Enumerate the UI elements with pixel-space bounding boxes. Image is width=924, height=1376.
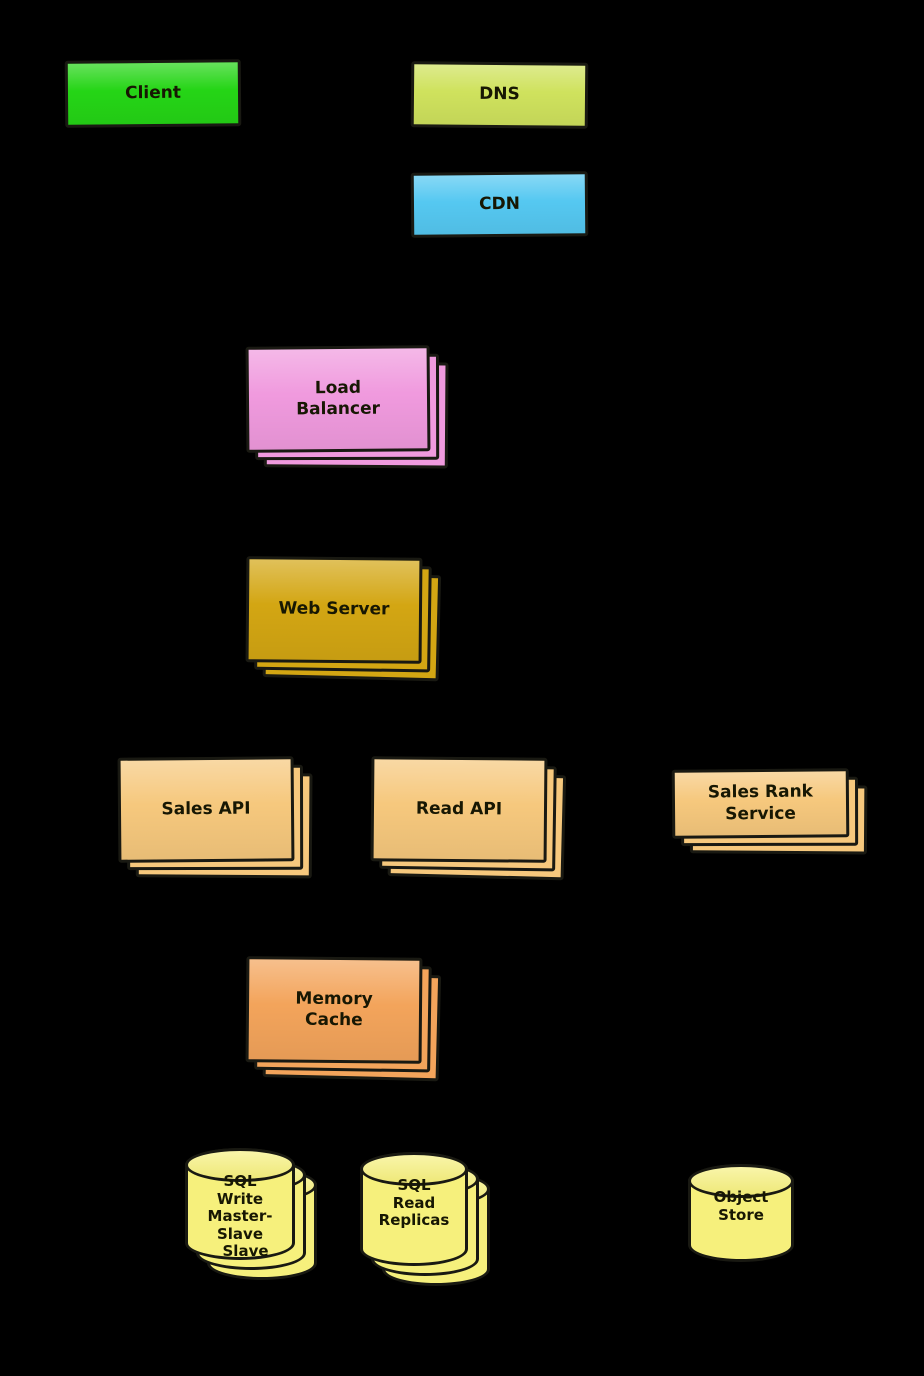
memory-cache-label: Memory Cache <box>295 988 373 1031</box>
sql-read-replicas-label: SQL Read Replicas <box>378 1176 450 1230</box>
sales-rank-service-label: Sales Rank Service <box>707 781 814 824</box>
dns-label: DNS <box>479 84 520 105</box>
read-api-box: Read API <box>370 756 548 863</box>
node-dns: DNS <box>410 61 589 129</box>
sql-read-replicas-cylinder: SQL Read Replicas <box>360 1152 468 1266</box>
node-web-server: Web Server <box>245 556 442 682</box>
node-cdn: CDN <box>410 171 589 238</box>
node-read-api: Read API <box>370 756 567 881</box>
object-store-cylinder: Object Store <box>688 1164 794 1262</box>
web-server-label: Web Server <box>278 598 390 620</box>
memory-cache-box: Memory Cache <box>245 956 423 1064</box>
node-sales-api: Sales API <box>117 756 313 879</box>
client-label: Client <box>124 82 182 104</box>
cdn-label: CDN <box>478 193 520 215</box>
node-sql-read-replicas: SQL Read Replicas <box>360 1152 490 1286</box>
load-balancer-label: Load Balancer <box>296 377 381 420</box>
sql-write-master-slave-cylinder: SQL Write Master-Slave <box>185 1148 295 1260</box>
node-memory-cache: Memory Cache <box>245 956 442 1082</box>
sql-write-master-slave-peek-label: Slave <box>222 1242 269 1260</box>
node-load-balancer: Load Balancer <box>245 345 449 469</box>
sales-api-box: Sales API <box>117 756 295 863</box>
cdn-box: CDN <box>410 171 589 238</box>
object-store-label: Object Store <box>713 1188 769 1224</box>
client-box: Client <box>64 59 242 128</box>
web-server-box: Web Server <box>245 556 423 664</box>
node-sql-write-master-slave: SQL Write Master-Slave Slave <box>185 1148 317 1280</box>
load-balancer-box: Load Balancer <box>245 345 431 453</box>
sales-rank-service-box: Sales Rank Service <box>671 768 850 839</box>
sql-write-master-slave-label: SQL Write Master-Slave <box>207 1172 273 1244</box>
node-sales-rank-service: Sales Rank Service <box>671 768 868 855</box>
node-object-store: Object Store <box>688 1164 794 1262</box>
read-api-label: Read API <box>415 798 503 820</box>
node-client: Client <box>64 59 242 128</box>
dns-box: DNS <box>410 61 589 129</box>
sales-api-label: Sales API <box>161 798 251 820</box>
